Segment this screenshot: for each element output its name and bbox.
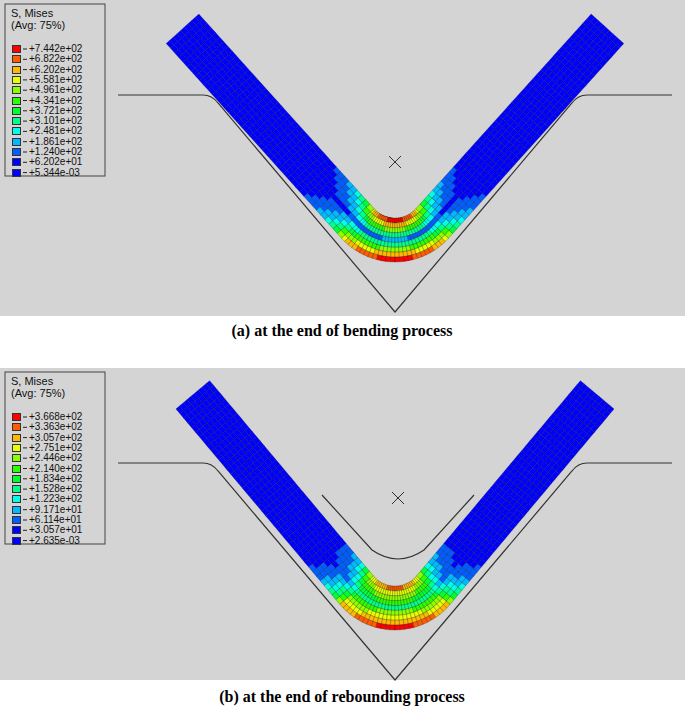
mesh-element [391, 252, 395, 257]
panel [0, 0, 685, 316]
mesh-element [391, 610, 395, 615]
mesh-element [388, 237, 392, 242]
mesh-element [616, 40, 624, 48]
die-outline [118, 463, 672, 680]
mesh-element [386, 252, 391, 257]
mesh-element [391, 247, 395, 252]
mesh-element [381, 624, 386, 630]
legend-tick [23, 152, 27, 153]
mesh-element [391, 605, 395, 610]
mesh-element [390, 625, 395, 630]
mesh-element [393, 218, 395, 223]
mesh-element [390, 257, 395, 262]
sheet-mesh [176, 381, 614, 630]
mesh-element [392, 237, 395, 242]
legend-tick [23, 121, 27, 122]
mesh-element [387, 610, 391, 615]
legend-tick [23, 172, 27, 173]
legend-tick [23, 59, 27, 60]
mesh-element [381, 256, 386, 262]
mesh-element [395, 615, 399, 620]
mesh-element [390, 620, 395, 625]
mesh-element [395, 242, 399, 247]
mesh-element [392, 601, 395, 606]
mesh-element [385, 625, 390, 630]
punch-outline [322, 155, 474, 219]
mesh-element [388, 605, 392, 610]
legend-tick [23, 69, 27, 70]
sheet-mesh [166, 14, 624, 262]
legend-tick [23, 90, 27, 91]
legend-tick [23, 110, 27, 111]
legend-tick [23, 79, 27, 80]
legend-tick [23, 49, 27, 50]
mesh-element [386, 257, 391, 262]
mesh-element [392, 596, 395, 601]
viewport-background [0, 368, 685, 680]
legend-tick [23, 131, 27, 132]
mesh-element [391, 242, 395, 247]
mesh-element [395, 620, 400, 625]
reference-point [389, 156, 401, 168]
mesh-element [388, 242, 392, 247]
mesh-element [392, 233, 395, 238]
mesh-element [395, 610, 399, 615]
die-outline [118, 95, 672, 312]
mesh-element [391, 615, 395, 620]
mesh-element [392, 591, 395, 596]
mesh-element [386, 620, 391, 625]
mesh-element [395, 257, 400, 262]
mesh-element [395, 252, 399, 257]
viewport-background [0, 0, 685, 316]
panel [0, 368, 685, 680]
punch-outline [322, 495, 474, 559]
mesh-element [395, 247, 399, 252]
mesh-element [395, 625, 400, 630]
legend-tick [23, 141, 27, 142]
mesh-element [387, 247, 391, 252]
mesh-element [393, 586, 395, 591]
mesh-element [387, 615, 391, 620]
mesh-element [393, 223, 395, 228]
legend-tick [23, 100, 27, 101]
legend-box [5, 4, 105, 176]
mesh-element [392, 228, 395, 233]
legend-tick [23, 162, 27, 163]
